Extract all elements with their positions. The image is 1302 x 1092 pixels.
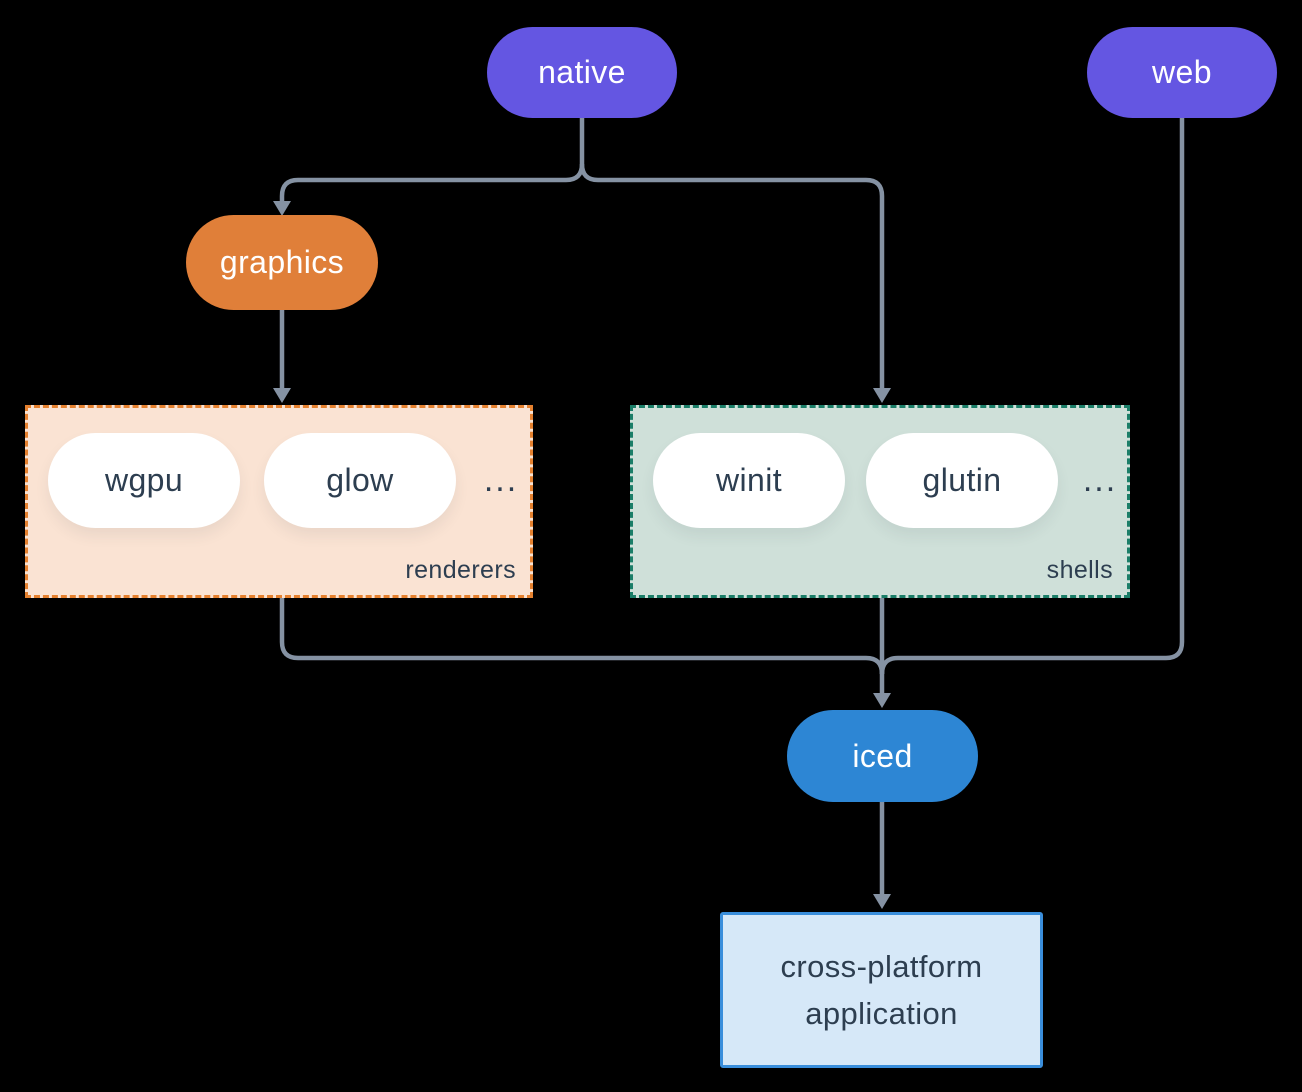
node-web: web	[1087, 27, 1277, 118]
pill-glutin-label: glutin	[922, 462, 1002, 498]
renderers-label: renderers	[405, 556, 516, 584]
arrowhead-graphics	[273, 201, 291, 216]
connector-native-graphics	[279, 118, 585, 202]
node-application: cross-platform application	[720, 912, 1043, 1068]
pill-wgpu-label: wgpu	[104, 462, 184, 498]
node-graphics-label: graphics	[219, 244, 345, 280]
connector-native-shells	[579, 163, 885, 389]
node-iced-label: iced	[852, 737, 913, 774]
shells-label: shells	[1046, 556, 1113, 584]
node-application-label: cross-platform application	[780, 949, 983, 1031]
shells-ellipsis: ...	[1082, 461, 1118, 499]
renderers-ellipsis: ...	[483, 461, 519, 499]
arrowhead-shells	[873, 388, 891, 403]
node-native: native	[487, 27, 677, 118]
pill-glutin: glutin	[866, 433, 1058, 528]
node-native-label: native	[538, 54, 626, 90]
pill-glow-label: glow	[326, 462, 394, 498]
pill-winit: winit	[653, 433, 845, 528]
arrowhead-iced	[873, 693, 891, 708]
pill-winit-label: winit	[715, 462, 782, 498]
connector-renderers-iced	[279, 598, 885, 675]
pill-wgpu: wgpu	[48, 433, 240, 528]
node-iced: iced	[787, 710, 978, 802]
group-renderers: wgpu glow ... renderers	[25, 405, 533, 598]
pill-glow: glow	[264, 433, 456, 528]
group-shells: winit glutin ... shells	[630, 405, 1130, 598]
arrowhead-application	[873, 894, 891, 909]
arrowhead-renderers	[273, 388, 291, 403]
node-graphics: graphics	[186, 215, 378, 310]
node-web-label: web	[1152, 54, 1212, 90]
